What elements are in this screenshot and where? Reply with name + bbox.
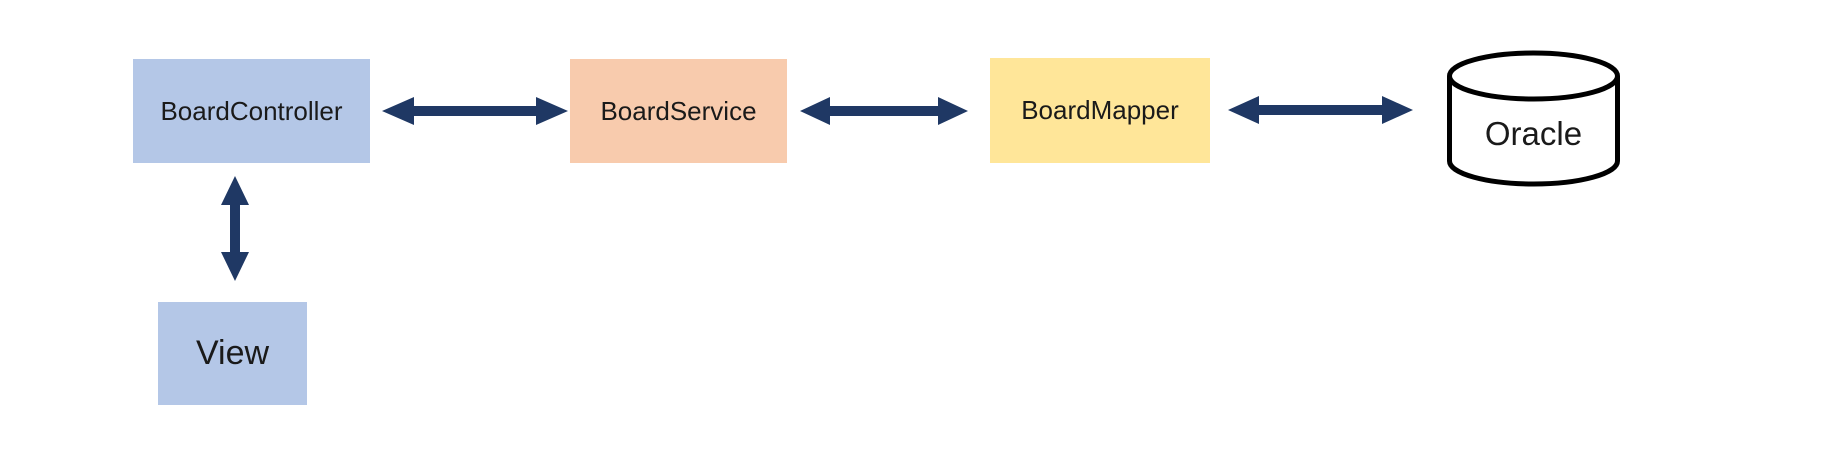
database-cylinder-body <box>1447 76 1620 187</box>
double-arrow-controller-service <box>382 97 568 125</box>
node-board-mapper-label: BoardMapper <box>1021 95 1179 125</box>
double-arrow-shape <box>221 176 249 281</box>
double-arrow-shape <box>382 97 568 125</box>
double-arrow-mapper-oracle <box>1228 96 1413 124</box>
node-board-service: BoardService <box>570 59 787 163</box>
double-arrow-service-mapper <box>800 97 968 125</box>
node-board-controller: BoardController <box>133 59 370 163</box>
node-board-controller-label: BoardController <box>160 95 343 126</box>
node-board-service-label: BoardService <box>600 95 757 126</box>
node-view-label: View <box>195 334 270 372</box>
node-oracle-label: Oracle <box>1485 115 1582 152</box>
double-arrow-shape <box>800 97 968 125</box>
node-board-mapper: BoardMapper <box>990 58 1210 163</box>
double-arrow-shape <box>1228 96 1413 124</box>
double-arrow-controller-view <box>221 176 249 281</box>
database-cylinder-top <box>1447 50 1620 102</box>
node-oracle-database: Oracle <box>1447 50 1620 187</box>
node-view: View <box>158 302 307 405</box>
